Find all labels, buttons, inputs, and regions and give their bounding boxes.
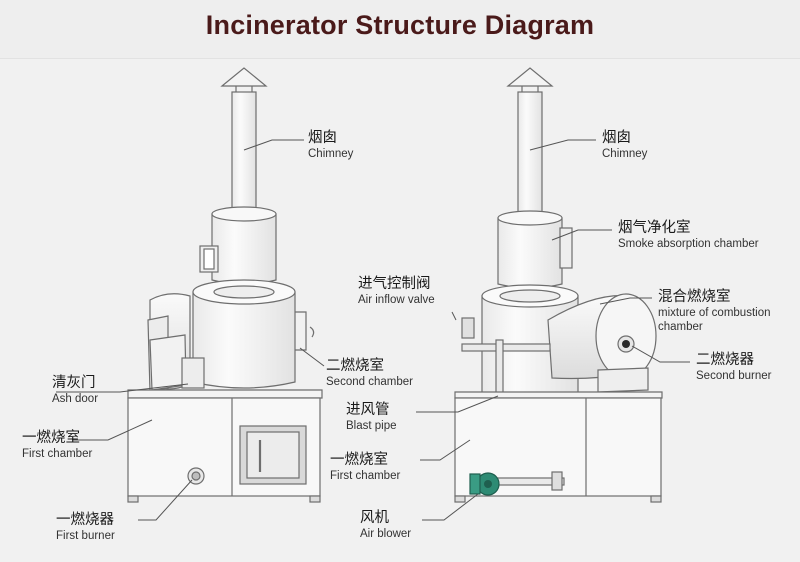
label-blast-pipe-en: Blast pipe [346,419,397,432]
ash-door [181,357,205,389]
leader-first-burner [138,479,193,521]
label-left-first-chamber: 一燃烧室 First chamber [22,430,92,461]
leader-right-chimney [529,139,596,151]
label-air-blower-zh: 风机 [360,510,389,526]
label-ash-door-zh: 清灰门 [52,375,96,391]
air-inflow-valve [461,317,475,339]
label-first-burner: 一燃烧器 First burner [56,512,115,543]
leader-blast-pipe [416,395,499,413]
label-air-inflow-valve-zh: 进气控制阀 [358,276,431,292]
label-mixture-chamber-en1: mixture of combustion [658,306,771,319]
label-left-chimney-en: Chimney [308,147,354,160]
label-first-burner-zh: 一燃烧器 [56,512,114,528]
label-left-second-chamber-zh: 二燃烧室 [326,358,384,374]
diagram-title: Incinerator Structure Diagram [205,10,595,40]
label-ash-door: 清灰门 Ash door [52,375,98,406]
leader-ash-door [56,383,189,393]
left-chimney-cap [220,67,268,87]
air-blower [469,472,500,496]
label-left-chimney-zh: 烟囱 [308,130,337,146]
label-mixture-chamber-zh: 混合燃烧室 [658,289,731,305]
label-second-burner-zh: 二燃烧器 [696,352,754,368]
leader-left-chimney [243,139,304,151]
label-right-first-chamber-en: First chamber [330,469,401,482]
label-smoke-absorption-en: Smoke absorption chamber [618,237,759,250]
leader-lines [56,139,690,521]
label-right-first-chamber-zh: 一燃烧室 [330,452,388,468]
label-left-second-chamber-en: Second chamber [326,375,413,388]
label-right-first-chamber: 一燃烧室 First chamber [330,452,400,483]
label-air-inflow-valve: 进气控制阀 Air inflow valve [358,276,435,307]
label-left-first-chamber-en: First chamber [22,447,93,460]
label-air-blower-en: Air blower [360,527,412,540]
title-bar: Incinerator Structure Diagram [0,0,800,59]
label-left-second-chamber: 二燃烧室 Second chamber [326,358,413,389]
label-second-burner: 二燃烧器 Second burner [696,352,771,383]
right-chimney [517,91,543,219]
label-left-first-chamber-zh: 一燃烧室 [22,430,80,446]
label-second-burner-en: Second burner [696,369,772,382]
right-chimney-cap [506,67,554,87]
label-air-inflow-valve-en: Air inflow valve [358,293,435,306]
label-right-chimney-zh: 烟囱 [602,130,631,146]
leader-valve [451,311,457,321]
label-right-chimney-en: Chimney [602,147,648,160]
left-chimney [231,91,257,215]
leader-left-second [299,347,325,367]
label-right-chimney: 烟囱 Chimney [602,130,647,161]
label-left-chimney: 烟囱 Chimney [308,130,353,161]
label-mixture-chamber-en2: chamber [658,320,703,333]
label-blast-pipe: 进风管 Blast pipe [346,402,397,433]
leader-left-first [72,419,153,441]
label-smoke-absorption-zh: 烟气净化室 [618,220,691,236]
label-air-blower: 风机 Air blower [360,510,411,541]
label-smoke-absorption: 烟气净化室 Smoke absorption chamber [618,220,759,251]
left-incinerator [127,67,323,503]
leader-right-first [420,439,471,461]
label-mixture-chamber: 混合燃烧室 mixture of combustion chamber [658,289,771,334]
right-incinerator [454,67,663,503]
label-ash-door-en: Ash door [52,392,99,405]
label-first-burner-en: First burner [56,529,115,542]
leader-air-blower [422,493,479,521]
leader-smoke [551,229,612,241]
leader-second-burner [631,345,690,363]
leader-mixture [599,297,652,305]
label-blast-pipe-zh: 进风管 [346,402,390,418]
